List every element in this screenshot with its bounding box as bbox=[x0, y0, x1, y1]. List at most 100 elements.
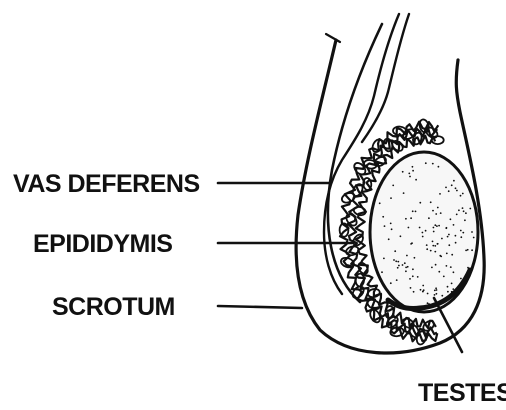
testis-stipple-dot bbox=[467, 249, 469, 251]
testis-stipple-dot bbox=[443, 276, 445, 278]
testis-stipple-dot bbox=[403, 192, 405, 194]
label-epididymis: EPIDIDYMIS bbox=[33, 230, 172, 258]
testis-stipple-dot bbox=[397, 261, 399, 263]
testis-stipple-dot bbox=[398, 265, 400, 267]
testis-stipple-dot bbox=[412, 210, 414, 212]
testis-stipple-dot bbox=[447, 286, 449, 288]
testis-stipple-dot bbox=[453, 224, 455, 226]
testis-stipple-dot bbox=[462, 207, 464, 209]
label-vas-deferens: VAS DEFERENS bbox=[13, 170, 200, 198]
testis-stipple-dot bbox=[427, 293, 429, 295]
testis-stipple-dot bbox=[455, 242, 457, 244]
testis-stipple-dot bbox=[456, 190, 458, 192]
testis-stipple-dot bbox=[448, 244, 450, 246]
testis-stipple-dot bbox=[430, 201, 432, 203]
testis-stipple-dot bbox=[413, 291, 415, 293]
testis-stipple-dot bbox=[438, 271, 440, 273]
testis-stipple-dot bbox=[448, 234, 450, 236]
testis-stipple-dot bbox=[450, 266, 452, 268]
testis-stipple-dot bbox=[451, 283, 453, 285]
testis-stipple-dot bbox=[434, 245, 436, 247]
label-testes: TESTES bbox=[418, 379, 506, 407]
testis-stipple-dot bbox=[433, 231, 435, 233]
testis-stipple-dot bbox=[405, 218, 407, 220]
testis-stipple-dot bbox=[419, 202, 421, 204]
testis-stipple-dot bbox=[408, 173, 410, 175]
testis-stipple-dot bbox=[434, 224, 436, 226]
testis-stipple-dot bbox=[441, 238, 443, 240]
scrotum-top-notch bbox=[326, 34, 340, 42]
testis-stipple-dot bbox=[412, 275, 414, 277]
testis-stipple-dot bbox=[447, 291, 449, 293]
testis-stipple-dot bbox=[439, 193, 441, 195]
testis-stipple-dot bbox=[407, 266, 409, 268]
testis-stipple-dot bbox=[412, 268, 414, 270]
testis-stipple-dot bbox=[405, 270, 407, 272]
testis-stipple-dot bbox=[415, 179, 417, 181]
testis-stipple-dot bbox=[422, 285, 424, 287]
testis-stipple-dot bbox=[465, 212, 467, 214]
testis-stipple-dot bbox=[435, 287, 437, 289]
testis-stipple-dot bbox=[426, 244, 428, 246]
testis-stipple-dot bbox=[447, 236, 449, 238]
testis-stipple-dot bbox=[471, 249, 473, 251]
testis-stipple-dot bbox=[410, 217, 412, 219]
testis-stipple-dot bbox=[402, 171, 404, 173]
testis-stipple-dot bbox=[464, 219, 466, 221]
testis-stipple-dot bbox=[460, 236, 462, 238]
epididymis-coil-loop bbox=[401, 317, 415, 330]
testis-stipple-dot bbox=[455, 235, 457, 237]
testis-stipple-dot bbox=[437, 207, 439, 209]
testis-stipple-dot bbox=[382, 216, 384, 218]
testis-stipple-dot bbox=[462, 232, 464, 234]
testis-stipple-dot bbox=[455, 187, 457, 189]
testis-stipple-dot bbox=[396, 279, 398, 281]
testis-stipple-dot bbox=[379, 202, 381, 204]
testis-stipple-dot bbox=[434, 251, 436, 253]
testis-stipple-dot bbox=[426, 248, 428, 250]
testis-stipple-dot bbox=[445, 227, 447, 229]
testis-stipple-dot bbox=[473, 237, 475, 239]
testis-stipple-dot bbox=[453, 271, 455, 273]
testis-stipple-dot bbox=[452, 288, 454, 290]
testis-stipple-dot bbox=[420, 289, 422, 291]
testis-stipple-dot bbox=[397, 267, 399, 269]
testis-stipple-dot bbox=[411, 242, 413, 244]
testis-stipple-dot bbox=[395, 260, 397, 262]
testis-stipple-dot bbox=[388, 238, 390, 240]
testis-stipple-dot bbox=[430, 250, 432, 252]
testis-stipple-dot bbox=[434, 294, 436, 296]
testis-stipple-dot bbox=[433, 227, 435, 229]
testis-stipple-dot bbox=[383, 258, 385, 260]
testis-illustration bbox=[370, 152, 478, 312]
testis-stipple-dot bbox=[422, 232, 424, 234]
testis-stipple-dot bbox=[451, 184, 453, 186]
testis-stipple-dot bbox=[381, 271, 383, 273]
testis-stipple-dot bbox=[390, 223, 392, 225]
epididymis-coil-loop bbox=[340, 256, 356, 269]
testis-stipple-dot bbox=[412, 170, 414, 172]
testis-stipple-dot bbox=[469, 208, 471, 210]
testis-stipple-dot bbox=[428, 217, 430, 219]
testis-stipple-dot bbox=[438, 225, 440, 227]
testis-stipple-dot bbox=[450, 218, 452, 220]
testis-stipple-dot bbox=[390, 282, 392, 284]
testis-stipple-dot bbox=[414, 257, 416, 259]
testis-stipple-dot bbox=[394, 250, 396, 252]
testis-stipple-dot bbox=[427, 302, 429, 304]
testis-stipple-dot bbox=[436, 293, 438, 295]
vas-deferens-tube-right bbox=[362, 14, 409, 142]
testis-stipple-dot bbox=[440, 256, 442, 258]
testis-stipple-dot bbox=[465, 250, 467, 252]
testis-stipple-dot bbox=[431, 267, 433, 269]
testis-stipple-dot bbox=[425, 162, 427, 164]
testis-stipple-dot bbox=[410, 287, 412, 289]
testis-stipple-dot bbox=[402, 264, 404, 266]
testis-stipple-dot bbox=[384, 225, 386, 227]
testis-stipple-dot bbox=[415, 211, 417, 213]
testis-stipple-dot bbox=[417, 276, 419, 278]
testis-stipple-dot bbox=[441, 295, 443, 297]
testis-stipple-dot bbox=[432, 241, 434, 243]
testis-stipple-dot bbox=[453, 180, 455, 182]
testis-stipple-dot bbox=[460, 195, 462, 197]
